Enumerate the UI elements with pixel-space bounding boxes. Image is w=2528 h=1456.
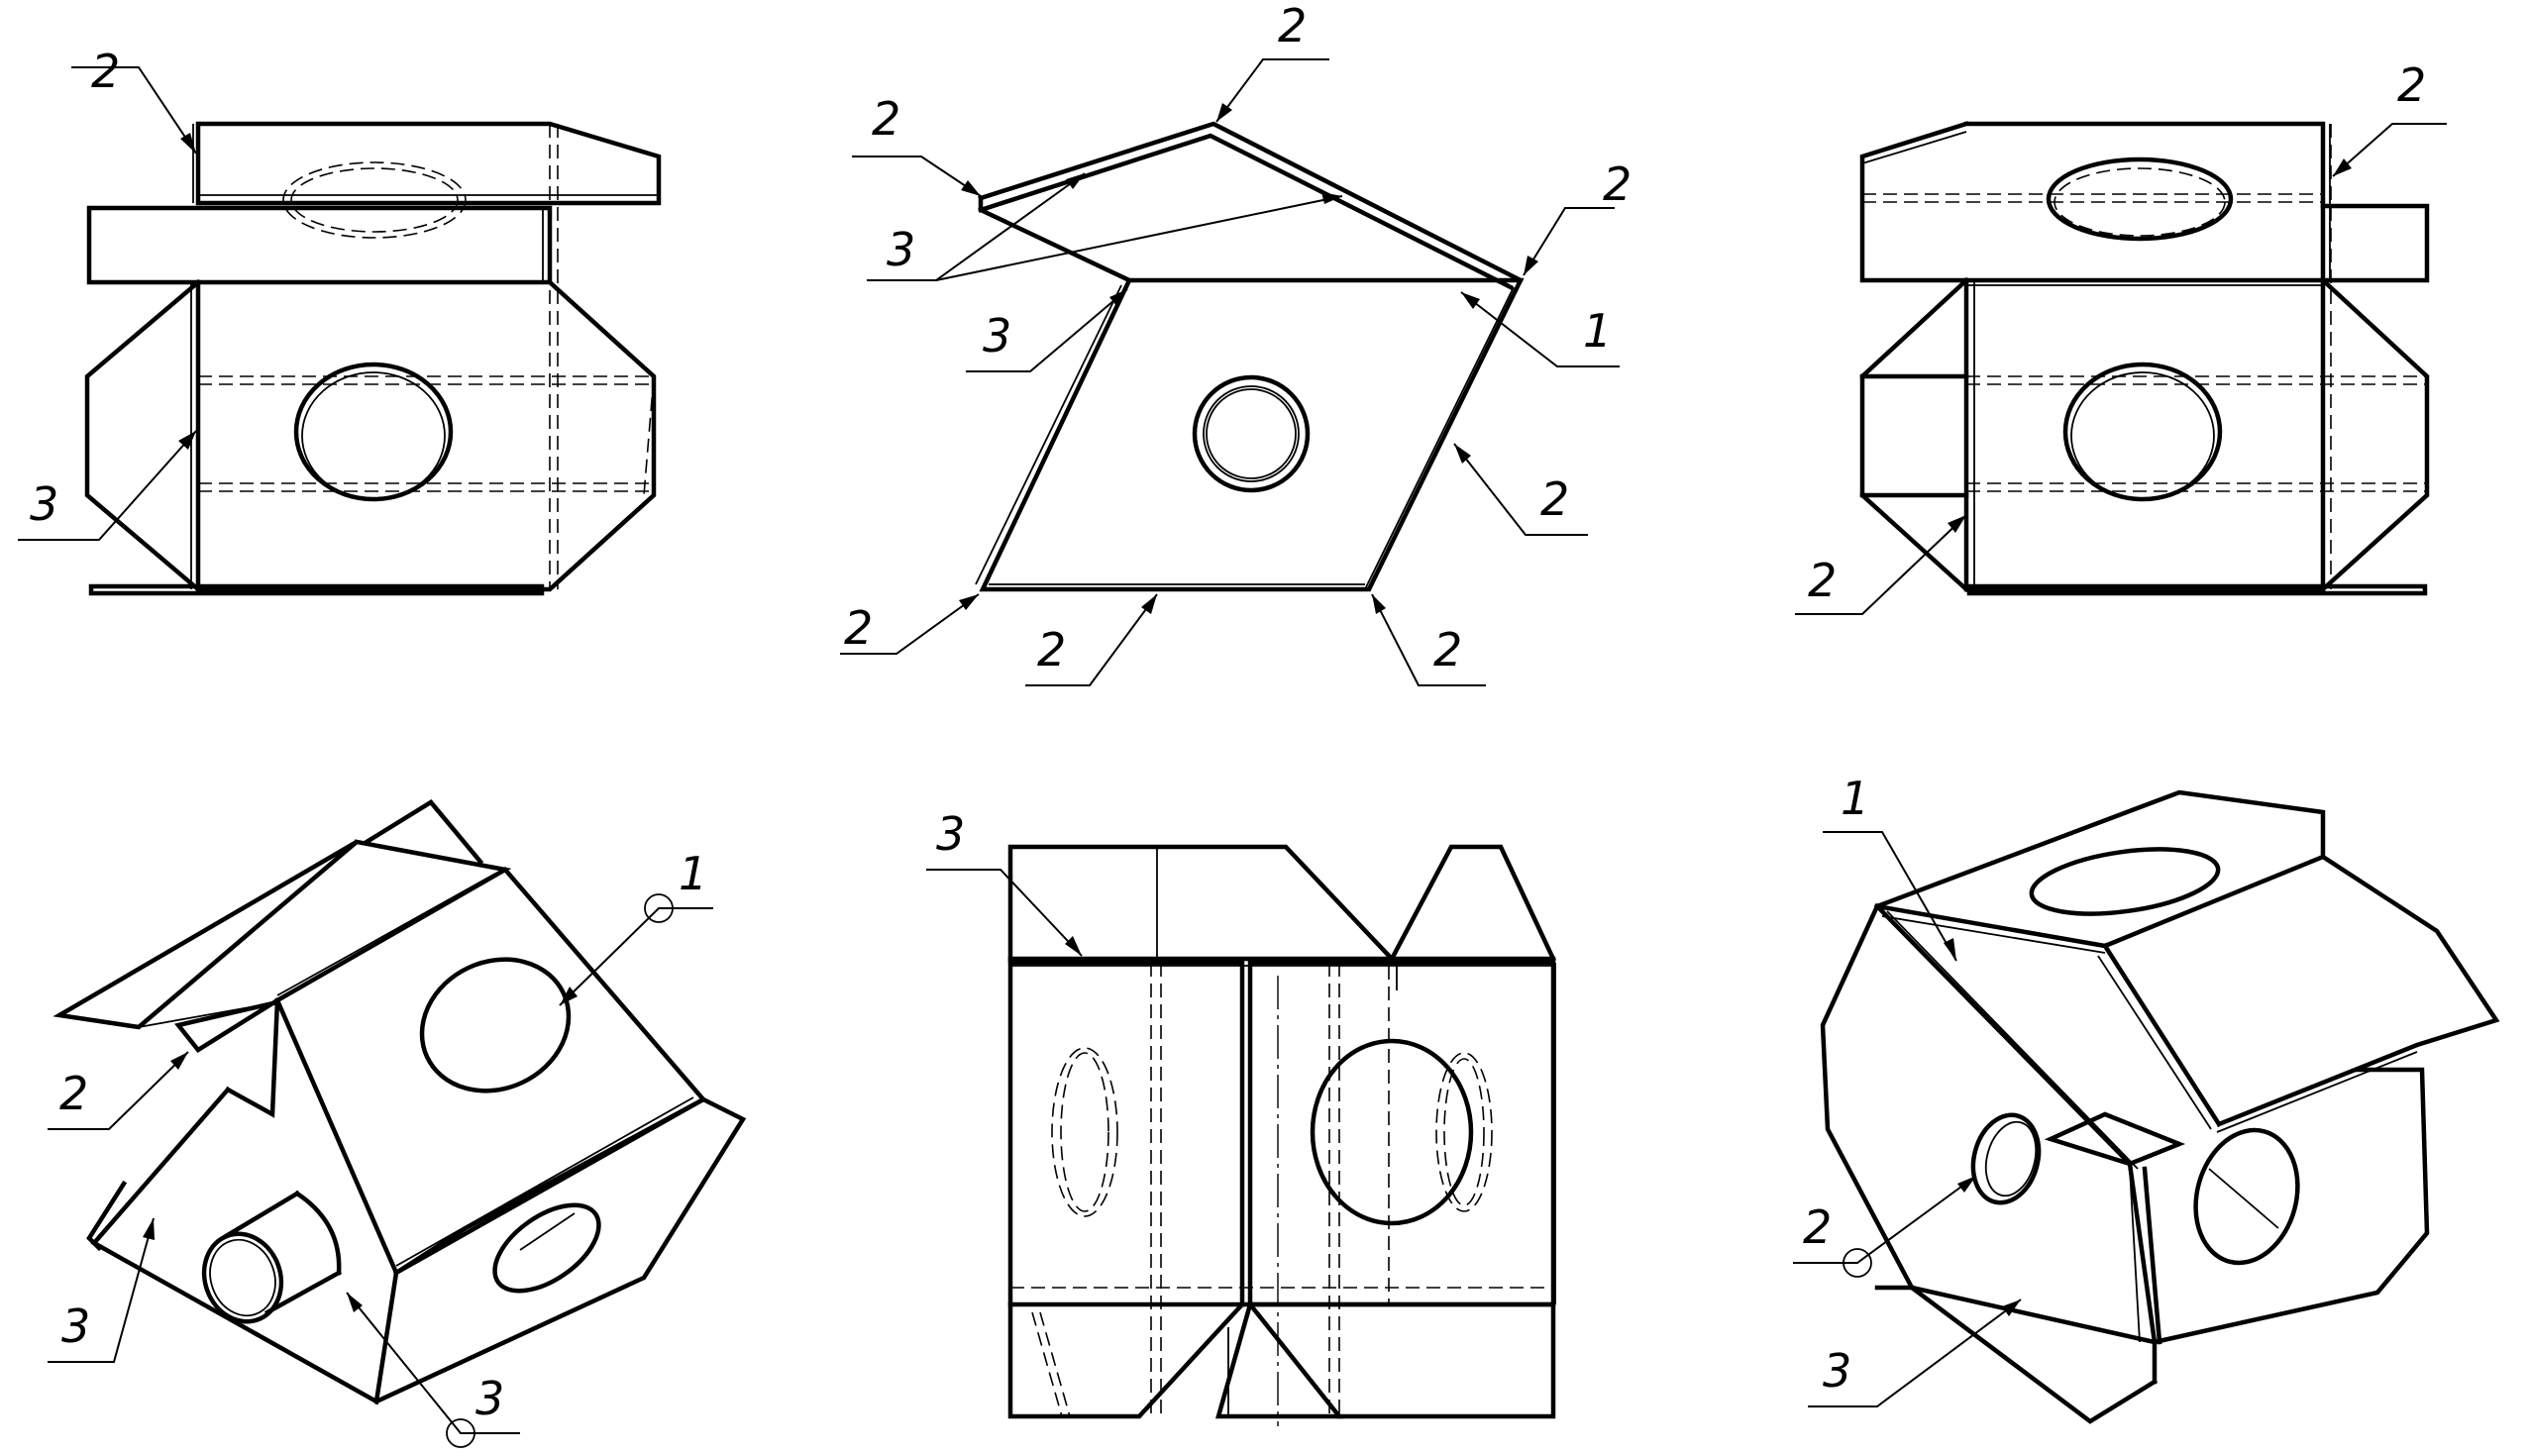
callout-label: 2 (844, 601, 873, 655)
view-front-left: 2 3 (18, 45, 662, 596)
callout-label: 3 (983, 309, 1011, 363)
view-front-right: 2 2 (1795, 58, 2447, 615)
callout-label: 2 (1037, 623, 1066, 676)
callout-label: 3 (936, 807, 965, 861)
callout-label: 1 (1841, 772, 1869, 825)
callout-label: 2 (2397, 58, 2426, 112)
callout-label: 1 (679, 847, 707, 900)
callout-label: 2 (1540, 472, 1569, 526)
callout-label: 3 (475, 1372, 504, 1425)
callout-label: 3 (61, 1300, 90, 1353)
callout-label: 3 (1823, 1344, 1851, 1398)
callout-label: 2 (1603, 157, 1632, 211)
callout-label: 3 (887, 223, 915, 276)
view-iso-left: 1 2 3 3 (48, 799, 747, 1448)
callout-label: 2 (1803, 1200, 1832, 1254)
view-iso-right: 1 2 3 (1793, 772, 2500, 1424)
callout-label: 1 (1583, 304, 1612, 358)
callout-label: 3 (30, 477, 58, 531)
callout-label: 2 (1808, 554, 1837, 607)
callout-label: 2 (1278, 0, 1307, 52)
callout-label: 2 (91, 45, 120, 98)
callout-label: 2 (1433, 623, 1462, 676)
view-top-center: 2 2 3 2 1 3 2 2 2 2 (840, 0, 1632, 686)
callout-label: 2 (59, 1067, 88, 1120)
view-side-center: 3 (926, 807, 1556, 1426)
callout-label: 2 (872, 92, 900, 146)
